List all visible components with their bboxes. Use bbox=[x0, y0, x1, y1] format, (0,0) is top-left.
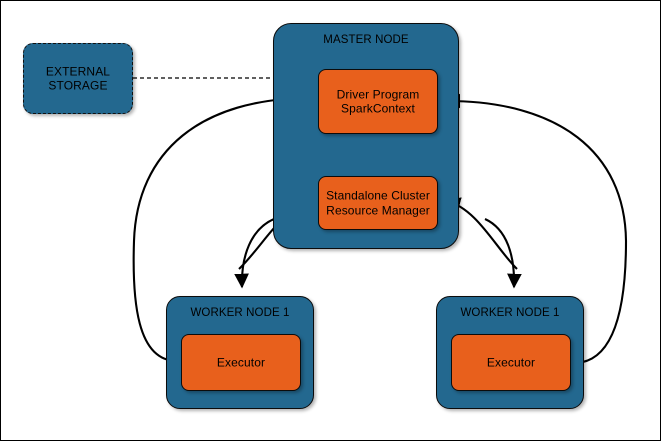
worker-right-label: WORKER NODE 1 bbox=[460, 307, 560, 319]
driver-program-label: Driver Program SparkContext bbox=[336, 86, 420, 116]
executor-right-label: Executor bbox=[486, 355, 536, 370]
node-cluster-manager[interactable]: Standalone Cluster Resource Manager bbox=[318, 176, 438, 230]
edge-manager-to-worker-right bbox=[484, 218, 522, 289]
master-node-label: MASTER NODE bbox=[323, 34, 409, 46]
external-storage-label: EXTERNAL STORAGE bbox=[45, 63, 111, 93]
worker-left-label: WORKER NODE 1 bbox=[190, 307, 290, 319]
node-executor-left[interactable]: Executor bbox=[181, 334, 301, 391]
node-executor-right[interactable]: Executor bbox=[451, 334, 571, 391]
edge-manager-to-worker-left bbox=[234, 218, 275, 289]
executor-left-label: Executor bbox=[216, 355, 266, 370]
node-external-storage[interactable]: EXTERNAL STORAGE bbox=[23, 43, 133, 114]
cluster-manager-label: Standalone Cluster Resource Manager bbox=[326, 188, 430, 217]
node-driver-program[interactable]: Driver Program SparkContext bbox=[318, 69, 438, 134]
